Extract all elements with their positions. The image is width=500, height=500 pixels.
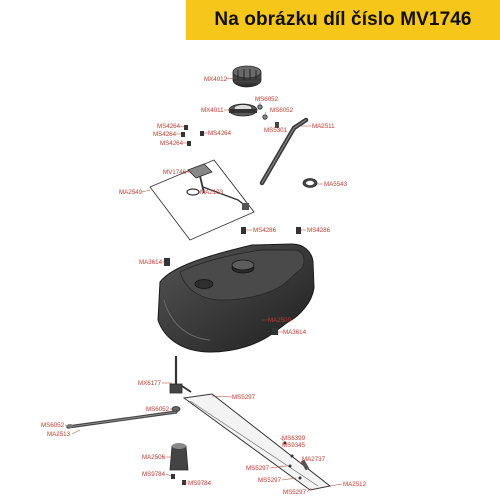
label-ms4264-b[interactable]: MS4264 — [153, 131, 177, 138]
label-ms6052-b[interactable]: MS6052 — [270, 107, 294, 114]
fuel-cap[interactable] — [232, 65, 262, 88]
clamp-ms6052-top[interactable] — [257, 104, 268, 120]
label-ms5297-d[interactable]: MS5297 — [283, 489, 307, 496]
filler-neck-ring[interactable] — [228, 103, 258, 117]
clip-ms5301[interactable] — [275, 122, 279, 128]
label-ms5297-a[interactable]: MS5297 — [232, 394, 256, 401]
label-mv1746[interactable]: MV1746 — [163, 169, 187, 176]
label-ms4286-a[interactable]: MS4286 — [253, 227, 277, 234]
screw-ms4286-right[interactable] — [296, 227, 301, 234]
label-ma5543[interactable]: MA5543 — [324, 181, 348, 188]
label-ma3614-b[interactable]: MA3614 — [283, 329, 307, 336]
label-ma2506[interactable]: MA2506 — [142, 454, 166, 461]
label-ms9784-b[interactable]: MS9784 — [188, 480, 212, 487]
label-ms6399[interactable]: MS6399 — [282, 435, 306, 442]
label-ma2737[interactable]: MA2737 — [302, 456, 326, 463]
filter-clip-ma2506[interactable] — [169, 443, 189, 471]
breather-hose[interactable] — [259, 117, 309, 186]
screw-ms9784[interactable] — [171, 474, 186, 485]
fuel-hose-ma2513[interactable] — [66, 410, 178, 429]
label-ms5297-c[interactable]: MS5297 — [258, 477, 282, 484]
label-ms9345[interactable]: MS9345 — [282, 442, 306, 449]
label-mx4011[interactable]: MX4011 — [201, 107, 224, 114]
part-labels: MX4012 MS6052 MX4011 MS6052 MS4264 MS426… — [41, 76, 367, 496]
fuel-tap-mx6177[interactable] — [169, 356, 192, 394]
part-number-banner: Na obrázku díl číslo MV1746 — [186, 0, 500, 40]
banner-title: Na obrázku díl číslo MV1746 — [214, 9, 472, 30]
fuel-tank[interactable] — [157, 243, 315, 353]
label-ma2103[interactable]: MA2103 — [200, 189, 224, 196]
strap-rubber-ma2737[interactable] — [300, 459, 310, 471]
label-ma2549[interactable]: MA2549 — [119, 189, 143, 196]
hose-clamp-ma5543[interactable] — [302, 178, 318, 188]
label-ma2512[interactable]: MA2512 — [343, 481, 367, 488]
label-ms4286-b[interactable]: MS4286 — [307, 227, 331, 234]
tank-bolt-ma3614-right[interactable] — [272, 328, 278, 335]
leader-lines — [64, 77, 343, 493]
label-ms4264-d[interactable]: MS4264 — [160, 140, 184, 147]
label-ma2511[interactable]: MA2511 — [312, 123, 335, 130]
screw-ms4264-group[interactable] — [181, 125, 204, 146]
label-ms6052-c[interactable]: MS6052 — [146, 406, 170, 413]
screw-ms4286-left[interactable] — [241, 227, 246, 234]
fastener-ms5297-group[interactable] — [283, 441, 302, 480]
label-ms9784-a[interactable]: MS9784 — [142, 471, 166, 478]
label-ma2513[interactable]: MA2513 — [47, 431, 71, 438]
label-ma3614-a[interactable]: MA3614 — [139, 259, 163, 266]
label-ms5297-b[interactable]: MS5297 — [246, 465, 270, 472]
label-mx4012[interactable]: MX4012 — [204, 76, 228, 83]
label-ma2509[interactable]: MA2509 — [268, 317, 292, 324]
tank-strap-ma2512[interactable] — [182, 393, 332, 491]
label-ms6052-d[interactable]: MS6052 — [41, 422, 65, 429]
label-ms5301[interactable]: MS5301 — [264, 127, 288, 134]
label-ms6052-a[interactable]: MS6052 — [255, 96, 279, 103]
label-ms4264-a[interactable]: MS4264 — [157, 123, 181, 130]
label-mx6177[interactable]: MX6177 — [138, 380, 162, 387]
label-ms4264-c[interactable]: MS4264 — [208, 130, 232, 137]
tank-bolt-ma3614-left[interactable] — [164, 258, 170, 266]
